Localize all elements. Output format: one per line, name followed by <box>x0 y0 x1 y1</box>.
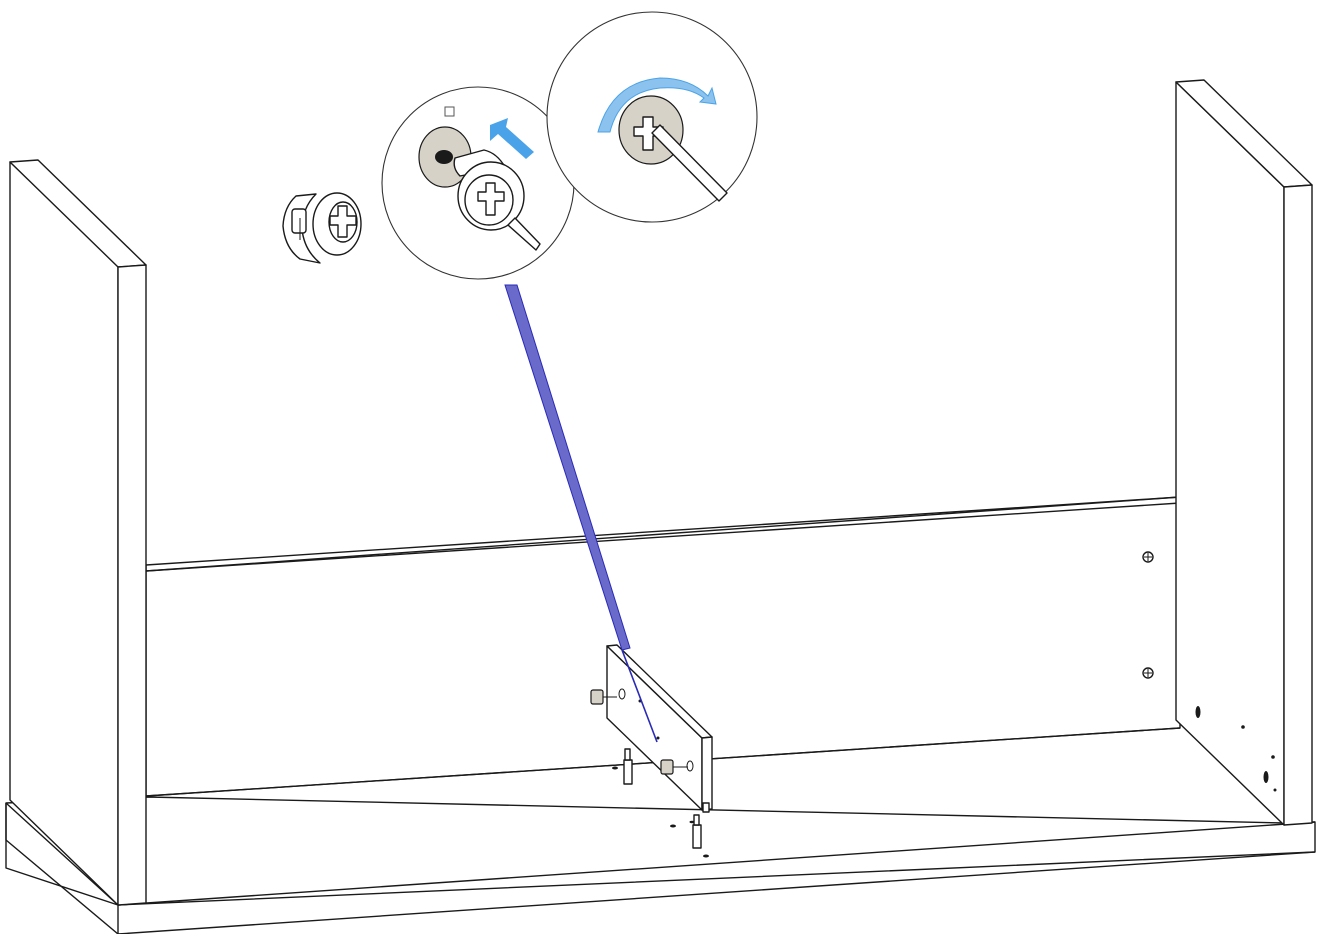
dowel-pins <box>612 748 709 858</box>
push-arrow-icon <box>490 118 534 159</box>
screw-head-lower <box>1142 667 1154 679</box>
cam-lock-icon <box>282 192 362 264</box>
cam-lock-insert-detail <box>381 86 575 280</box>
rotate-clockwise-arrow-icon <box>597 77 717 133</box>
screw-head-upper <box>1142 551 1154 563</box>
right-side-panel <box>1175 79 1313 826</box>
cam-lock-tighten-detail <box>546 11 758 223</box>
bottom-panel <box>5 796 1316 934</box>
cam-hole <box>1195 706 1201 718</box>
cam-bolt-dowel <box>590 689 710 813</box>
leader-line <box>504 284 658 743</box>
cam-hole <box>1263 771 1269 783</box>
left-side-panel <box>9 159 147 906</box>
divider-panel <box>606 644 713 811</box>
